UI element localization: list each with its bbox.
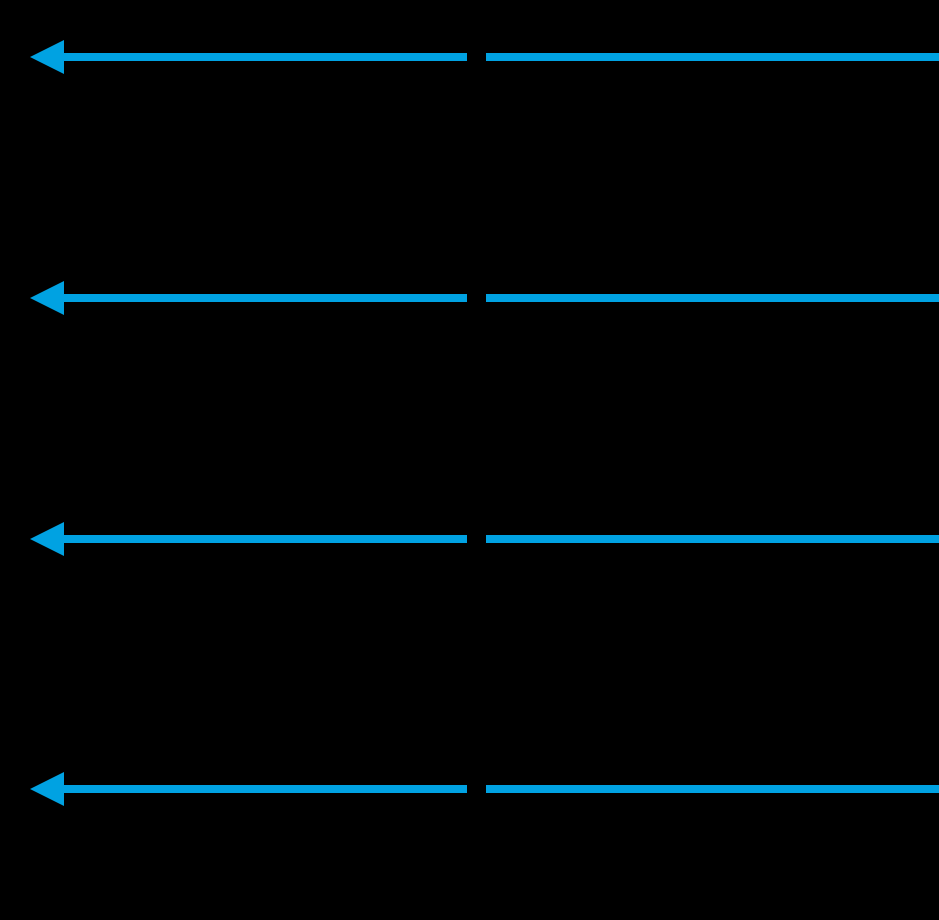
arrow-head-left-icon xyxy=(30,40,64,74)
arrow-1 xyxy=(0,40,939,74)
arrow-4 xyxy=(0,772,939,806)
arrow-shaft-right-segment xyxy=(486,535,939,543)
arrow-head-left-icon xyxy=(30,522,64,556)
arrow-shaft-right-segment xyxy=(486,785,939,793)
arrow-shaft-left-segment xyxy=(55,535,467,543)
arrow-shaft-left-segment xyxy=(55,294,467,302)
arrow-shaft-left-segment xyxy=(55,53,467,61)
arrow-3 xyxy=(0,522,939,556)
arrow-2 xyxy=(0,281,939,315)
arrow-shaft-left-segment xyxy=(55,785,467,793)
arrow-head-left-icon xyxy=(30,281,64,315)
arrow-shaft-right-segment xyxy=(486,294,939,302)
arrow-shaft-right-segment xyxy=(486,53,939,61)
arrow-head-left-icon xyxy=(30,772,64,806)
